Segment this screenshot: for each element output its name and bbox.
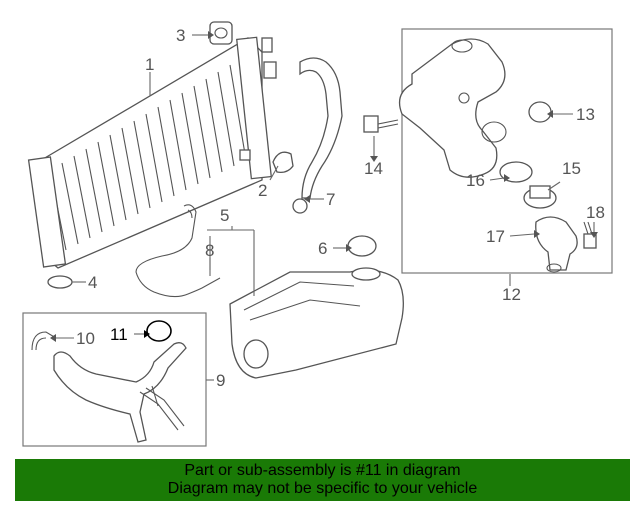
banner-line-1: Part or sub-assembly is #11 in diagram [184,462,461,479]
callout-3: 3 [176,26,185,45]
highlight-arrowhead [144,330,150,338]
callout-18: 18 [586,203,605,222]
banner-line-2: Diagram may not be specific to your vehi… [167,480,478,497]
o-ring-13 [528,101,552,123]
callout-7: 7 [326,190,335,209]
callout-16: 16 [466,171,485,190]
arrowheads [50,31,598,342]
thermostat-group-box [401,28,613,274]
bolt [363,115,399,133]
callout-13: 13 [576,105,595,124]
callout-17: 17 [486,227,505,246]
callout-2: 2 [258,181,267,200]
callout-1: 1 [145,55,154,74]
reservoir [229,267,404,379]
o-ring-11 [146,320,172,342]
callout-9: 9 [216,371,225,390]
callout-14: 14 [364,159,383,178]
pad [47,275,73,289]
thermostat-housing [398,38,507,178]
callout-12: 12 [502,285,521,304]
bumper [272,151,294,174]
callout-8: 8 [205,241,214,260]
cap [347,235,377,257]
callout-15: 15 [562,159,581,178]
callout-4: 4 [88,273,97,292]
clip [31,331,57,351]
callout-10: 10 [76,329,95,348]
overflow-hose [135,204,221,298]
upper-hose [292,57,343,214]
radiator [27,36,277,269]
thermostat [523,185,557,209]
callout-5: 5 [220,206,229,225]
thermostat-cover [535,216,578,273]
lower-hose [53,342,187,443]
bushing [209,21,233,45]
info-banner: Part or sub-assembly is #11 in diagram D… [15,459,630,501]
thermostat-bolt [583,221,597,249]
callout-11: 11 [110,325,128,344]
callout-6: 6 [318,239,327,258]
